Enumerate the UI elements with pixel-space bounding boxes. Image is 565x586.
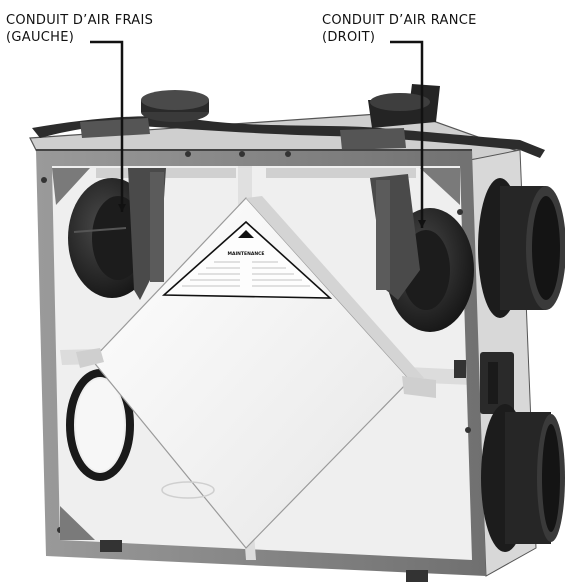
maintenance-label: MAINTENANCE	[161, 220, 333, 299]
callout-fresh-air-line2: (GAUCHE)	[6, 30, 75, 45]
foot-left	[100, 540, 122, 552]
callout-stale-air-line1: CONDUIT D’AIR RANCE	[322, 13, 477, 28]
top-pad-left	[80, 118, 150, 138]
leader-fresh-air	[90, 40, 124, 212]
center-partition	[238, 166, 252, 206]
callout-stale-air-duct: CONDUIT D’AIR RANCE (DROIT)	[322, 12, 477, 46]
callout-fresh-air-line1: CONDUIT D’AIR FRAIS	[6, 13, 154, 28]
foot-right	[406, 570, 428, 582]
leader-stale-air	[390, 40, 424, 228]
side-duct-upper	[478, 178, 565, 318]
label-title: MAINTENANCE	[228, 251, 265, 257]
strap	[32, 116, 545, 158]
lower-left-port	[66, 369, 134, 481]
side-duct-lower	[481, 404, 565, 552]
warning-triangle-icon	[238, 230, 254, 238]
callout-fresh-air-duct: CONDUIT D’AIR FRAIS (GAUCHE)	[6, 12, 153, 46]
callout-stale-air-line2: (DROIT)	[322, 30, 376, 45]
top-pad-right	[340, 128, 406, 150]
